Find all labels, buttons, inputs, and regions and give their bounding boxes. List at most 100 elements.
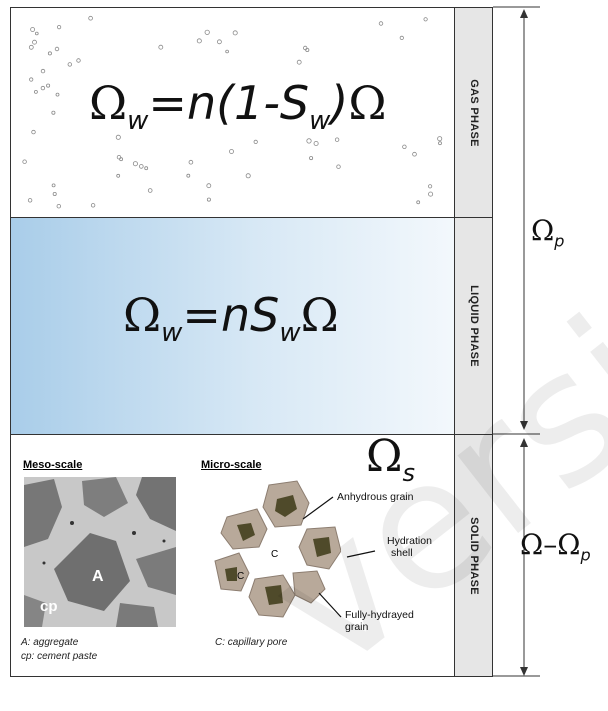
gas-bubble <box>334 137 340 142</box>
legend-aggregate: A: aggregate <box>21 637 79 648</box>
solid-volume-text: Ω–Ω <box>520 528 581 561</box>
gas-bubble <box>90 203 96 208</box>
grain <box>214 552 250 592</box>
gas-bubble <box>40 85 46 91</box>
gas-bubble <box>423 17 428 22</box>
pore-volume-sub: p <box>554 231 565 251</box>
gas-bubble <box>158 44 164 50</box>
pore-dot <box>70 521 74 525</box>
gas-bubble <box>296 59 302 65</box>
aggregate-shape <box>82 477 128 517</box>
aggregate-shape <box>24 595 46 627</box>
gas-omega-sub: w <box>127 106 149 137</box>
gas-bubble <box>402 144 407 149</box>
liquid-formula: Ωw=nSwΩ <box>123 288 339 348</box>
gas-bubble <box>46 83 51 88</box>
gas-bubble <box>399 35 404 40</box>
gas-formula-mid: =n(1-S <box>148 76 310 130</box>
anhydrous-grain-label: Anhydrous grain <box>337 491 414 503</box>
meso-label-a: A <box>92 568 104 585</box>
fully-hydrated-label: Fully-hydrayed grain <box>345 609 414 633</box>
hydration-line-1: Hydration <box>387 535 432 547</box>
grain <box>292 570 326 604</box>
gas-bubble <box>34 31 39 36</box>
gas-bubble <box>132 161 138 167</box>
micro-label-c: C <box>237 571 244 582</box>
gas-bubble <box>245 173 251 179</box>
solid-omega-sub: s <box>402 458 415 487</box>
grain <box>262 480 310 528</box>
pore-dot <box>132 531 136 535</box>
liquid-phase-label: LIQUID PHASE <box>467 285 480 367</box>
gas-bubble <box>22 159 27 164</box>
gas-bubble <box>27 198 33 203</box>
gas-bubble <box>147 188 153 193</box>
gas-bubble <box>30 27 36 32</box>
gas-bubble <box>336 164 341 169</box>
gas-bubble <box>33 90 38 94</box>
gas-bubble <box>305 48 310 53</box>
meso-scale-image: A cp <box>24 477 176 627</box>
pore-volume-label: Ωp <box>531 214 564 251</box>
gas-bubble <box>206 197 211 202</box>
gas-bubble <box>51 110 56 115</box>
gas-bubble <box>40 68 46 74</box>
gas-bubble <box>55 92 60 97</box>
grain <box>220 508 268 550</box>
pore-dot <box>162 539 166 543</box>
pore-volume-omega: Ω <box>531 214 555 247</box>
gas-bubble <box>206 183 212 189</box>
gas-bubble <box>438 141 442 146</box>
gas-formula-sub2: w <box>309 106 331 137</box>
pore-dot <box>42 561 46 565</box>
gas-bubble <box>309 156 314 161</box>
gas-formula-tail: Ω <box>348 76 387 130</box>
liquid-formula-sub2: w <box>279 318 301 349</box>
gas-bubble <box>186 173 191 178</box>
micro-label-c: C <box>271 549 278 560</box>
gas-bubble <box>67 62 72 67</box>
aggregate-shape <box>24 479 62 547</box>
hydration-line-2: shell <box>391 547 413 559</box>
micro-scale-image: C C <box>214 480 341 618</box>
gas-bubble <box>56 203 61 209</box>
solid-phase-region: Ωs Meso-scale Micro-scale A cp <box>11 431 454 676</box>
gas-bubble <box>54 46 60 52</box>
gas-phase-label: GAS PHASE <box>467 78 480 147</box>
gas-formula: Ωw=n(1-Sw)Ω <box>89 76 386 136</box>
aggregate-shape <box>54 533 130 611</box>
liquid-formula-mid: =nS <box>182 288 280 342</box>
gas-bubble <box>437 136 443 142</box>
gas-phase-region: Ωw=n(1-Sw)Ω <box>11 8 454 218</box>
gas-bubble <box>47 51 52 56</box>
meso-scale-title: Meso-scale <box>23 459 83 471</box>
gas-bubble <box>88 15 93 21</box>
gas-omega: Ω <box>89 76 128 130</box>
gas-bubble <box>306 138 312 144</box>
aggregate-shape <box>136 547 176 595</box>
gas-bubble <box>52 191 57 196</box>
liquid-phase-label-cell: LIQUID PHASE <box>454 218 492 435</box>
gas-bubble <box>229 149 234 154</box>
gas-bubble <box>378 21 384 26</box>
solid-phase-label-cell: SOLID PHASE <box>454 435 492 676</box>
gas-bubble <box>428 191 434 197</box>
liquid-formula-tail: Ω <box>300 288 339 342</box>
fully-line-2: grain <box>345 621 369 633</box>
solid-omega: Ωs <box>366 431 415 487</box>
aggregate-shape <box>136 477 176 531</box>
gas-bubble <box>232 30 238 36</box>
gas-bubble <box>204 29 210 35</box>
gas-bubble <box>139 164 144 169</box>
grain <box>248 574 296 618</box>
gas-bubble <box>115 134 121 140</box>
solid-phase-label: SOLID PHASE <box>467 516 480 595</box>
gas-bubble <box>188 159 194 165</box>
gas-bubble <box>56 24 62 30</box>
gas-bubble <box>28 44 34 50</box>
gas-bubble <box>225 49 229 54</box>
gas-phase-label-cell: GAS PHASE <box>454 8 492 218</box>
gas-bubble <box>32 39 37 45</box>
aggregate-shape <box>116 603 158 627</box>
gas-bubble <box>303 45 308 51</box>
